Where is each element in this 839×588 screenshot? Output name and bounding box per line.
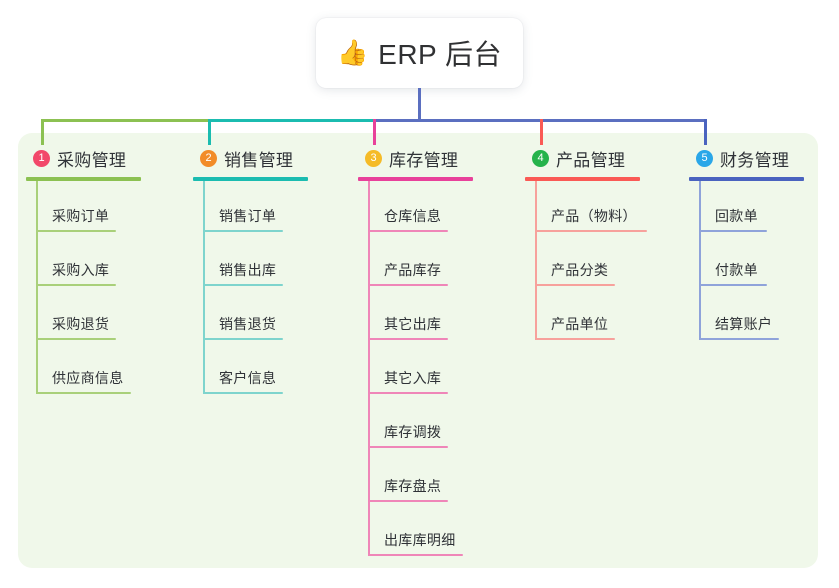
list-item-underline	[535, 338, 615, 340]
list-item-underline	[368, 392, 448, 394]
branch-stem-3	[368, 181, 370, 556]
list-item-label: 付款单	[715, 262, 758, 278]
bus-segment-2	[208, 119, 373, 122]
list-item-label: 供应商信息	[52, 370, 124, 386]
branch-header-2[interactable]: 2 销售管理	[180, 146, 293, 170]
list-item-underline	[535, 230, 647, 232]
list-item-underline	[36, 338, 116, 340]
branch-number-badge-3: 3	[365, 149, 382, 167]
branch-underline-2	[193, 177, 308, 181]
branch-title-4: 产品管理	[556, 150, 626, 170]
list-item-underline	[368, 338, 448, 340]
branch-drop-line-1	[41, 119, 44, 145]
list-item-underline	[699, 338, 779, 340]
branch-number-badge-4: 4	[532, 149, 549, 167]
list-item-label: 产品（物料）	[551, 208, 637, 224]
thumbs-up-icon: 👍	[337, 38, 369, 67]
list-item-underline	[368, 230, 448, 232]
branch-drop-line-5	[704, 119, 707, 145]
list-item-label: 出库库明细	[384, 532, 456, 548]
root-node-title: ERP 后台	[378, 39, 502, 70]
branch-column-4: 4 产品管理产品（物料） 产品分类产品单位	[512, 146, 647, 340]
list-item-label: 客户信息	[219, 370, 277, 386]
root-trunk-line	[418, 88, 421, 122]
branch-title-5: 财务管理	[720, 150, 790, 170]
branch-drop-line-4	[540, 119, 543, 145]
branch-column-1: 1 采购管理采购订单采购入库采购退货供应商信息	[13, 146, 141, 394]
branch-column-3: 3 库存管理仓库信息产品库存其它出库其它入库库存调拨库存盘点出库库明细	[345, 146, 473, 556]
diagram-panel	[18, 133, 818, 568]
branch-number-badge-5: 5	[696, 149, 713, 167]
list-item-underline	[36, 392, 131, 394]
list-item-underline	[699, 230, 767, 232]
branch-underline-1	[26, 177, 141, 181]
branch-stem-4	[535, 181, 537, 340]
branch-title-1: 采购管理	[57, 150, 127, 170]
branch-stem-5	[699, 181, 701, 340]
branch-drop-line-3	[373, 119, 376, 145]
list-item-underline	[368, 284, 448, 286]
list-item-underline	[36, 230, 116, 232]
branch-stem-1	[36, 181, 38, 394]
list-item-underline	[203, 230, 283, 232]
list-item-label: 其它出库	[384, 316, 442, 332]
branch-number-badge-2: 2	[200, 149, 217, 167]
list-item-underline	[368, 446, 448, 448]
list-item-label: 采购入库	[52, 262, 110, 278]
branch-title-2: 销售管理	[224, 150, 294, 170]
branch-number-badge-1: 1	[33, 149, 50, 167]
branch-header-3[interactable]: 3 库存管理	[345, 146, 458, 170]
branch-drop-line-2	[208, 119, 211, 145]
list-item-underline	[368, 554, 463, 556]
branch-column-5: 5 财务管理回款单付款单结算账户	[676, 146, 804, 340]
list-item-underline	[368, 500, 448, 502]
list-item-underline	[203, 284, 283, 286]
branch-stem-2	[203, 181, 205, 394]
list-item-underline	[699, 284, 767, 286]
list-item-label: 销售出库	[219, 262, 277, 278]
branch-underline-3	[358, 177, 473, 181]
list-item-label: 产品单位	[551, 316, 609, 332]
list-item-label: 库存盘点	[384, 478, 442, 494]
branch-header-5[interactable]: 5 财务管理	[676, 146, 789, 170]
root-node-erp-backend[interactable]: 👍 ERP 后台	[316, 18, 523, 88]
list-item-underline	[203, 392, 283, 394]
list-item-label: 采购订单	[52, 208, 110, 224]
list-item-label: 采购退货	[52, 316, 110, 332]
list-item-underline	[203, 338, 283, 340]
root-node-content: 👍 ERP 后台	[337, 33, 502, 73]
list-item-label: 库存调拨	[384, 424, 442, 440]
bus-segment-1	[41, 119, 208, 122]
branch-header-4[interactable]: 4 产品管理	[512, 146, 625, 170]
branch-column-2: 2 销售管理销售订单销售出库销售退货客户信息	[180, 146, 308, 394]
list-item-label: 销售订单	[219, 208, 277, 224]
list-item-label: 其它入库	[384, 370, 442, 386]
list-item-underline	[36, 284, 116, 286]
list-item-label: 产品库存	[384, 262, 442, 278]
list-item-label: 回款单	[715, 208, 758, 224]
list-item-label: 产品分类	[551, 262, 609, 278]
branch-underline-5	[689, 177, 804, 181]
list-item-underline	[535, 284, 615, 286]
branch-underline-4	[525, 177, 640, 181]
list-item-label: 结算账户	[715, 316, 773, 332]
list-item-label: 销售退货	[219, 316, 277, 332]
list-item-label: 仓库信息	[384, 208, 442, 224]
branch-title-3: 库存管理	[389, 150, 459, 170]
branch-header-1[interactable]: 1 采购管理	[13, 146, 126, 170]
